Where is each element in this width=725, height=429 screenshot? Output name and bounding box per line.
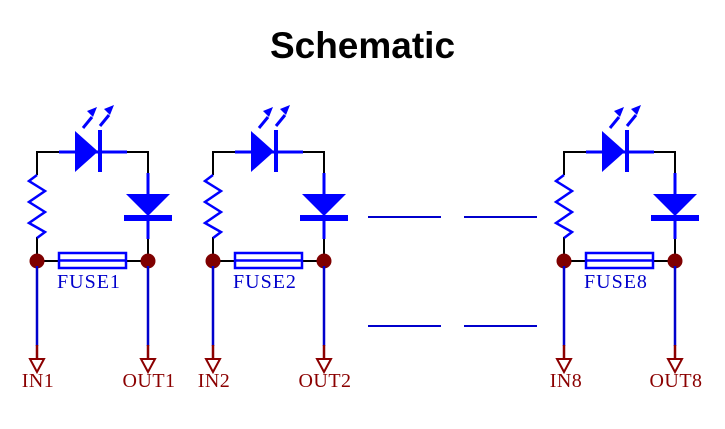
fuse-label-1: FUSE1 xyxy=(57,271,121,293)
continuation-dashes xyxy=(368,216,537,327)
in-port-label-2: IN2 xyxy=(198,370,231,392)
circuit-cell-2 xyxy=(203,103,350,374)
in-port-label-8: IN8 xyxy=(550,370,583,392)
circuit-cell-8 xyxy=(554,103,701,374)
circuit-cell-1 xyxy=(27,103,174,374)
out-port-label-2: OUT2 xyxy=(298,370,351,392)
fuse-label-8: FUSE8 xyxy=(584,271,648,293)
out-port-label-1: OUT1 xyxy=(122,370,175,392)
out-port-label-8: OUT8 xyxy=(649,370,702,392)
page-title: Schematic xyxy=(269,25,456,66)
in-port-label-1: IN1 xyxy=(22,370,55,392)
fuse-label-2: FUSE2 xyxy=(233,271,297,293)
